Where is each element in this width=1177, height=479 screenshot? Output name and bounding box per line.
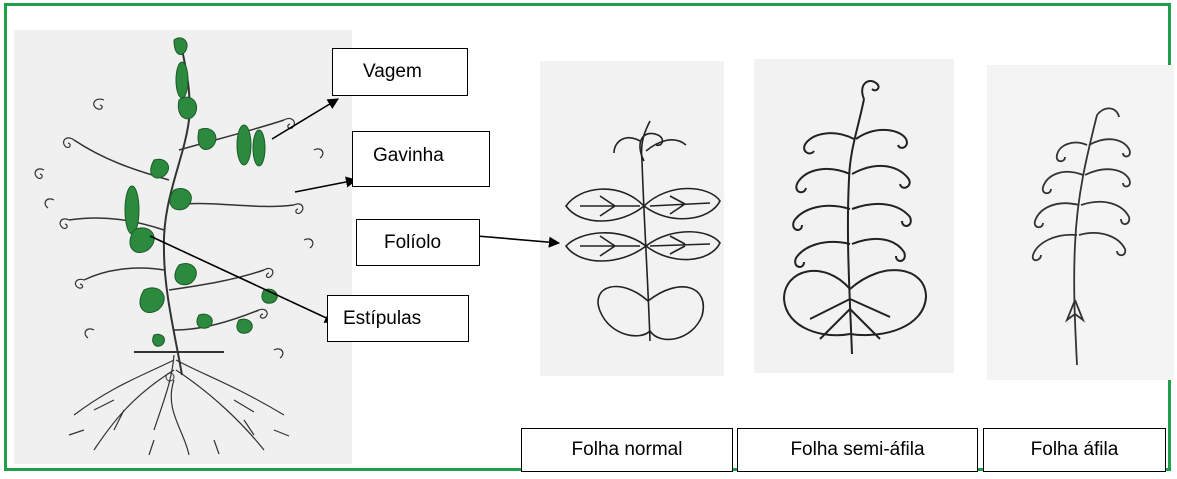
pea-plant-drawing	[14, 30, 352, 464]
gavinha-label: Gavinha	[352, 131, 490, 187]
leafless-drawing	[987, 65, 1174, 380]
foliolo-label: Folíolo	[356, 219, 480, 266]
caption-folha-afila-text: Folha áfila	[1031, 439, 1119, 461]
caption-folha-afila: Folha áfila	[983, 428, 1166, 472]
vagem-label-text: Vagem	[363, 61, 422, 83]
semi-leafless-drawing	[754, 59, 954, 373]
estipulas-label: Estípulas	[327, 295, 469, 342]
vagem-label: Vagem	[332, 48, 468, 96]
caption-folha-semi-afila-text: Folha semi-áfila	[790, 439, 924, 461]
semi-leafless-panel	[754, 59, 954, 373]
gavinha-label-text: Gavinha	[373, 145, 444, 167]
caption-folha-normal: Folha normal	[521, 428, 733, 472]
caption-folha-normal-text: Folha normal	[572, 439, 683, 461]
caption-folha-semi-afila: Folha semi-áfila	[737, 428, 978, 472]
plant-illustration-panel	[14, 30, 352, 464]
foliolo-label-text: Folíolo	[384, 232, 441, 254]
leafless-panel	[987, 65, 1174, 380]
estipulas-label-text: Estípulas	[343, 308, 421, 330]
normal-leaf-panel	[540, 61, 724, 376]
normal-leaf-drawing	[540, 61, 724, 376]
